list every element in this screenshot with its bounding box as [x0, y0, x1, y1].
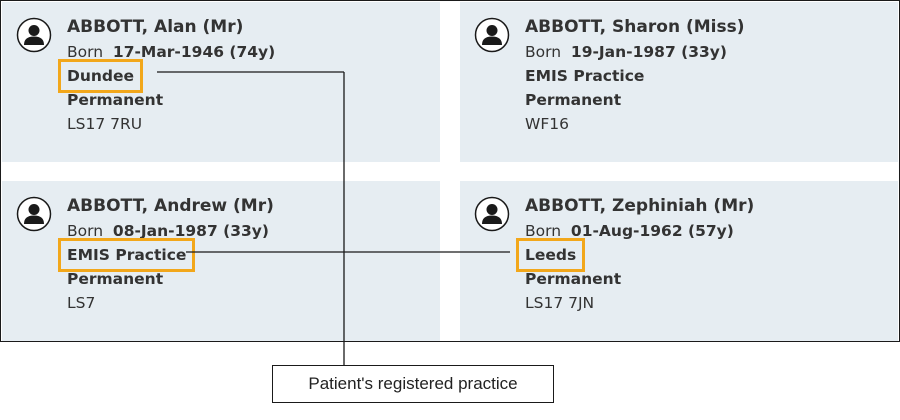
- born-label: Born: [525, 222, 562, 240]
- registered-practice: EMIS Practice: [57, 238, 196, 272]
- patient-postcode: LS17 7JN: [525, 294, 595, 312]
- registration-status: Permanent: [67, 91, 164, 109]
- born-date: 01-Aug-1962 (57y): [570, 222, 734, 240]
- patient-name: ABBOTT, Sharon (Miss): [525, 17, 745, 37]
- patient-born: Born 19-Jan-1987 (33y): [525, 40, 744, 64]
- patient-name: ABBOTT, Zephiniah (Mr): [525, 196, 755, 216]
- patient-postcode: WF16: [525, 115, 569, 133]
- registered-practice: EMIS Practice: [525, 67, 645, 85]
- registration-status: Permanent: [525, 91, 622, 109]
- patient-card-andrew[interactable]: ABBOTT, Andrew (Mr) Born 08-Jan-1987 (33…: [2, 181, 440, 341]
- patient-name: ABBOTT, Andrew (Mr): [67, 196, 274, 216]
- registered-practice: Leeds: [515, 238, 586, 272]
- born-date: 17-Mar-1946 (74y): [112, 43, 276, 61]
- patient-card-alan[interactable]: ABBOTT, Alan (Mr) Born 17-Mar-1946 (74y)…: [2, 2, 440, 162]
- person-avatar-icon: [16, 17, 52, 53]
- patient-born: Born 01-Aug-1962 (57y): [525, 219, 754, 243]
- person-avatar-icon: [16, 196, 52, 232]
- born-label: Born: [67, 43, 104, 61]
- person-avatar-icon: [474, 17, 510, 53]
- patient-card-zephiniah[interactable]: ABBOTT, Zephiniah (Mr) Born 01-Aug-1962 …: [460, 181, 898, 341]
- born-date: 19-Jan-1987 (33y): [570, 43, 727, 61]
- patient-postcode: LS7: [67, 294, 96, 312]
- patient-name: ABBOTT, Alan (Mr): [67, 17, 244, 37]
- registered-practice: Dundee: [57, 59, 144, 93]
- patient-born: Born 17-Mar-1946 (74y): [67, 40, 275, 64]
- registration-status: Permanent: [525, 270, 622, 288]
- patient-born: Born 08-Jan-1987 (33y): [67, 219, 274, 243]
- patient-postcode: LS17 7RU: [67, 115, 143, 133]
- born-label: Born: [525, 43, 562, 61]
- person-avatar-icon: [474, 196, 510, 232]
- registration-status: Permanent: [67, 270, 164, 288]
- patient-results-grid: ABBOTT, Alan (Mr) Born 17-Mar-1946 (74y)…: [0, 0, 900, 342]
- callout-label: Patient's registered practice: [272, 365, 554, 403]
- patient-card-sharon[interactable]: ABBOTT, Sharon (Miss) Born 19-Jan-1987 (…: [460, 2, 898, 162]
- born-date: 08-Jan-1987 (33y): [112, 222, 269, 240]
- born-label: Born: [67, 222, 104, 240]
- callout-text: Patient's registered practice: [308, 374, 518, 393]
